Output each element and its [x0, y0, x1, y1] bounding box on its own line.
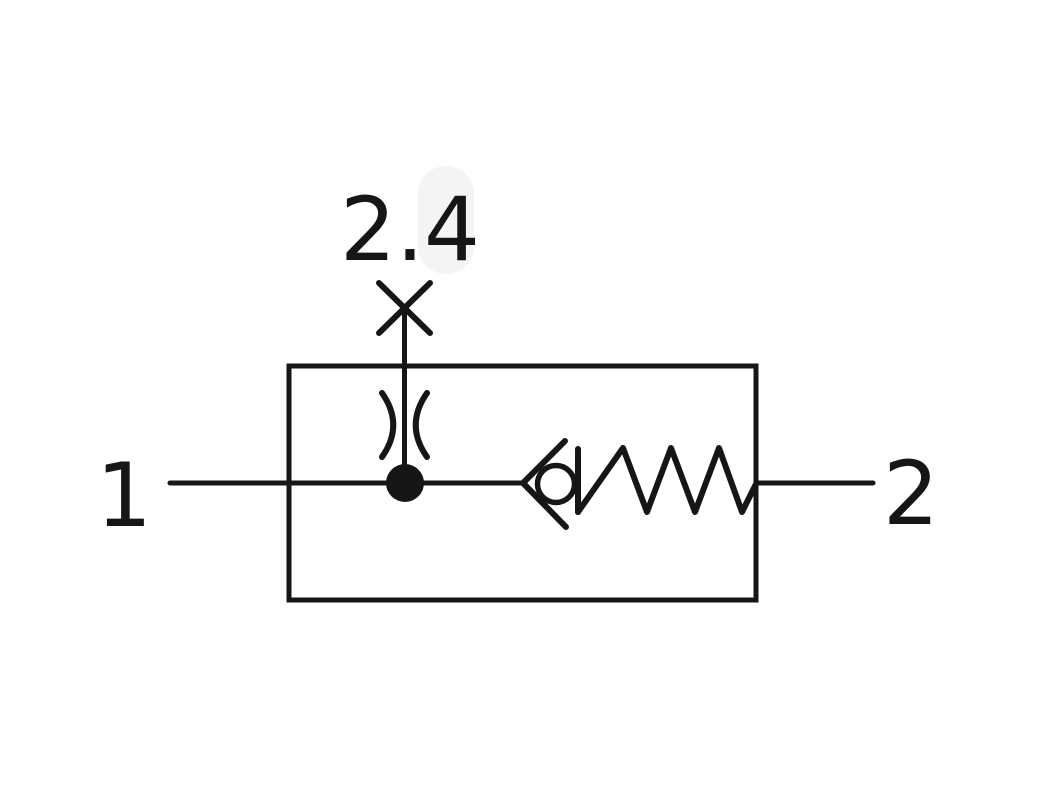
orifice-restriction-icon — [379, 390, 430, 460]
watermark-artifact — [418, 166, 474, 274]
plugged-port-x-icon — [376, 280, 433, 336]
port-2-label: 2 — [883, 442, 939, 545]
schematic-linework — [167, 280, 876, 603]
check-valve-ball-icon — [534, 462, 578, 506]
spring-icon — [575, 445, 759, 515]
pilot-port-label: 2.4 — [340, 178, 480, 281]
junction-dot-icon — [386, 464, 424, 502]
port-1-label: 1 — [96, 444, 152, 547]
check-valve-seat-icon — [520, 438, 569, 530]
